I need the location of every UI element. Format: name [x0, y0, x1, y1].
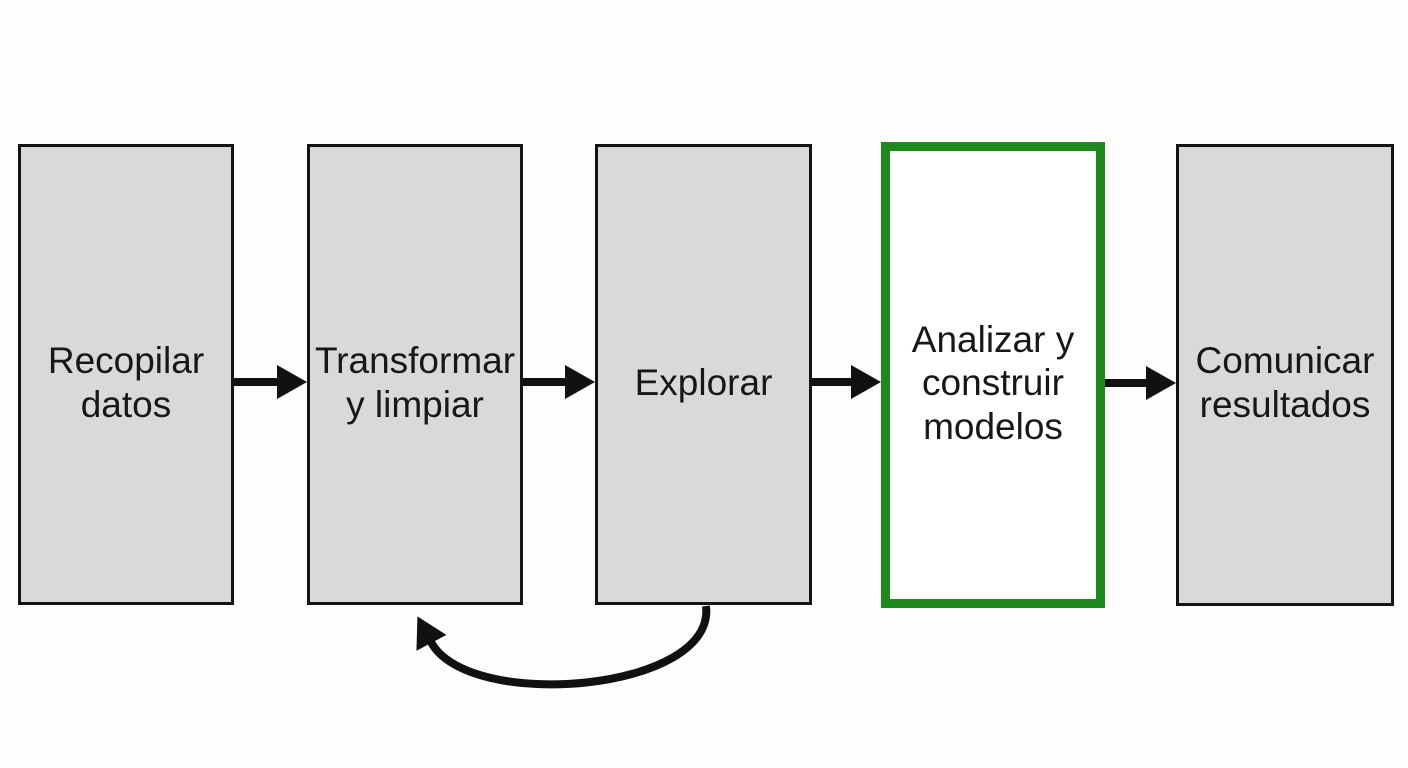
box-recopilar-datos-label: Recopilar datos	[47, 339, 205, 425]
box-transformar-limpiar: Transformar y limpiar	[307, 144, 523, 605]
box-explorar: Explorar	[595, 144, 812, 605]
box-comunicar-resultados-label: Comunicar resultados	[1195, 340, 1375, 425]
box-transformar-limpiar-label: Transformar y limpiar	[314, 339, 516, 425]
box-recopilar-datos: Recopilar datos	[18, 144, 234, 605]
box-explorar-label: Explorar	[634, 361, 773, 403]
box-analizar-modelos-label: Analizar y construir modelos	[911, 318, 1075, 447]
feedback-arrow-explorar-to-transformar	[416, 605, 711, 689]
box-comunicar-resultados: Comunicar resultados	[1176, 144, 1394, 606]
box-analizar-modelos: Analizar y construir modelos	[881, 142, 1105, 608]
